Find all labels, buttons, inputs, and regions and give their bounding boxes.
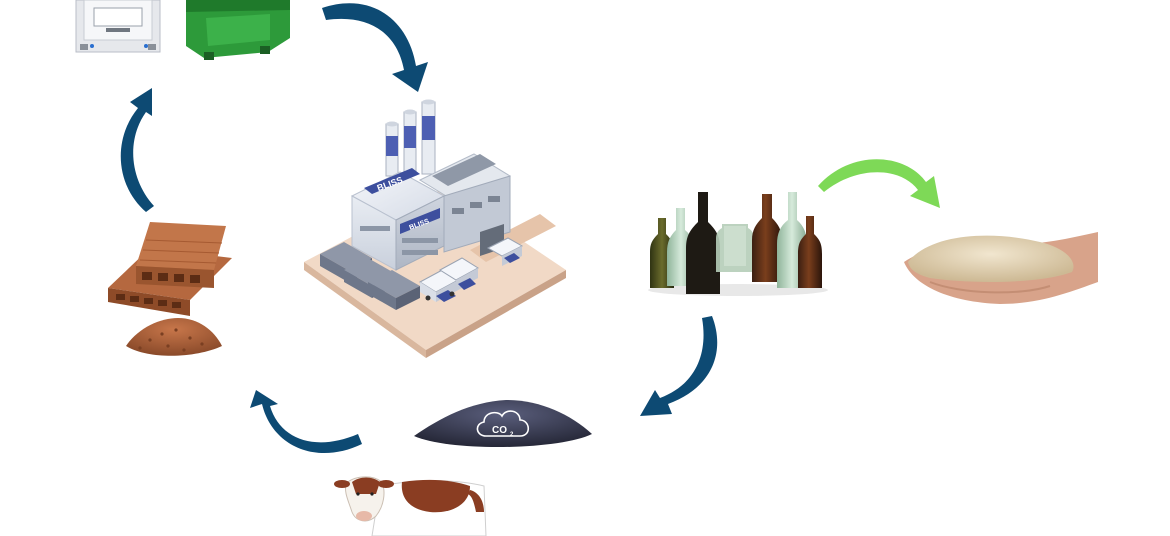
co2-text: CO [492, 425, 507, 436]
wood-decking-icon [108, 222, 232, 316]
storage-containers [320, 242, 420, 310]
trucks [419, 237, 524, 302]
arrow-bottles-to-biochar [640, 316, 718, 416]
pellets-icon [126, 318, 222, 356]
arrow-cow-to-decking [250, 390, 362, 454]
glass-bottles-icon [648, 192, 828, 296]
biochar-pile-icon: CO 2 [414, 400, 592, 448]
arrow-bottles-to-sand [818, 159, 940, 208]
sand-hand-icon [904, 232, 1098, 304]
co2-subscript: 2 [510, 432, 514, 438]
arrow-top-to-factory [322, 3, 428, 93]
machine-unit-icon [75, 0, 161, 53]
cycle-arrows [120, 3, 718, 454]
green-dumpster-icon [186, 0, 290, 60]
chimneys [385, 99, 436, 177]
cow-icon [334, 476, 487, 536]
factory-icon: BLISS BLISS [304, 99, 566, 358]
co2-badge: CO 2 [476, 410, 530, 438]
arrow-decking-to-top [120, 88, 154, 212]
